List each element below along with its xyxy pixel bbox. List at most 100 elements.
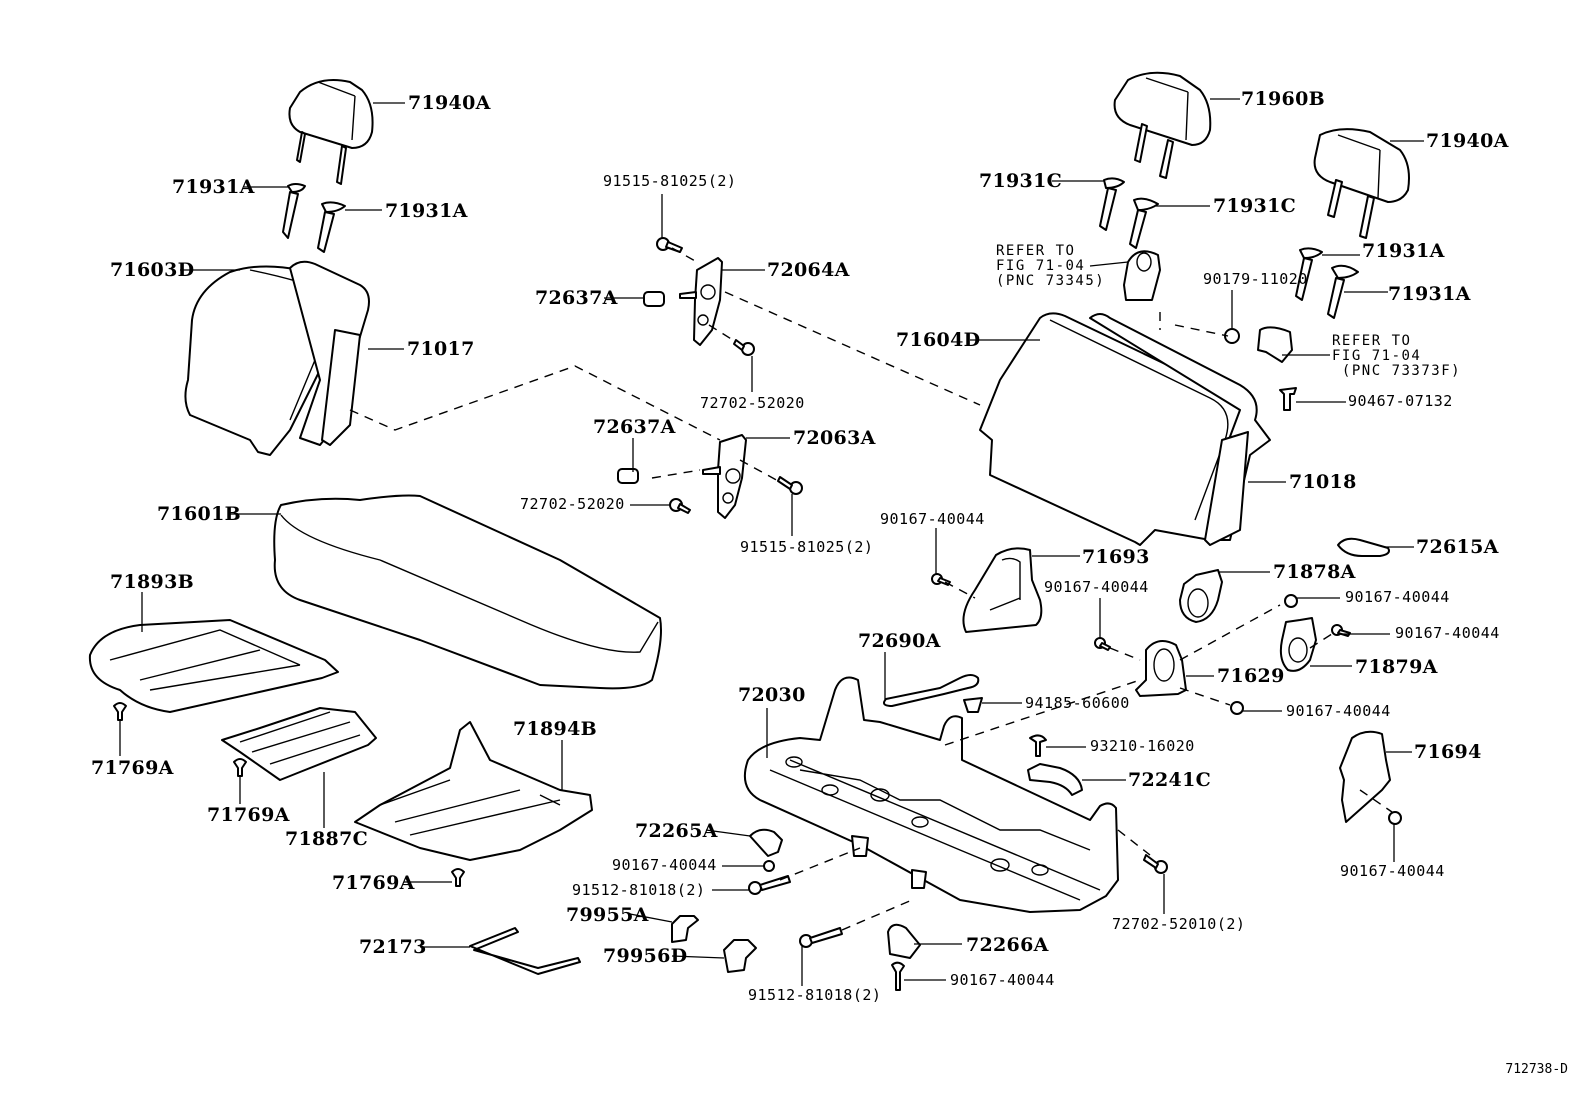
headrest-guide-left-1[interactable] [282, 183, 306, 239]
cover-71879A[interactable] [1279, 617, 1317, 672]
label-screw-right[interactable]: 90467-07132 [1348, 392, 1453, 410]
label-screw-h[interactable]: 90167-40044 [950, 971, 1055, 989]
knob-72615A[interactable] [1337, 537, 1390, 557]
clip-94185[interactable] [963, 697, 983, 713]
label-hinge-upper[interactable]: 72064A [767, 259, 850, 281]
label-clip-94185[interactable]: 94185-60600 [1025, 694, 1130, 712]
seat-back-left[interactable] [184, 260, 370, 456]
cover-71629[interactable] [1135, 640, 1187, 697]
label-hinge-lower[interactable]: 72063A [793, 427, 876, 449]
screw-90167-h[interactable] [891, 961, 905, 991]
label-bolt-91512-b[interactable]: 91512-81018(2) [748, 986, 882, 1004]
label-cover-71694[interactable]: 71694 [1414, 741, 1482, 763]
screw-90167-e[interactable] [1230, 701, 1244, 715]
label-nut-lower[interactable]: 72702-52020 [520, 495, 625, 513]
label-guide-center-1[interactable]: 71931C [979, 170, 1063, 192]
nut-lower[interactable] [669, 498, 691, 514]
label-headrest-right[interactable]: 71940A [1426, 130, 1509, 152]
label-back-frame-right[interactable]: 71018 [1289, 471, 1357, 493]
belt-guide-right[interactable] [1257, 326, 1293, 363]
headrest-guide-right-1[interactable] [1295, 247, 1323, 301]
screw-90467[interactable] [1279, 387, 1297, 411]
clip-79955A[interactable] [671, 915, 699, 943]
bolt-91512-b[interactable] [799, 927, 843, 948]
label-frame[interactable]: 72030 [738, 684, 806, 706]
screw-90167-d[interactable] [1331, 624, 1351, 637]
label-guide-center-2[interactable]: 71931C [1213, 195, 1297, 217]
seat-wire[interactable] [469, 927, 581, 975]
headrest-guide-left-2[interactable] [317, 201, 346, 253]
clip-1[interactable] [113, 702, 127, 721]
screw-90167-f[interactable] [1388, 811, 1402, 825]
pad-right[interactable] [354, 721, 593, 861]
label-screw-d[interactable]: 90167-40044 [1395, 624, 1500, 642]
label-cushion-cover[interactable]: 71601B [157, 503, 241, 525]
label-screw-93210[interactable]: 93210-16020 [1090, 737, 1195, 755]
headrest-guide-center-1[interactable] [1099, 177, 1125, 231]
cover-71878A[interactable] [1179, 569, 1223, 623]
label-bushing-lower[interactable]: 72637A [593, 416, 676, 438]
label-bolt-lower[interactable]: 91515-81025(2) [740, 538, 874, 556]
label-guide-right-1[interactable]: 71931A [1362, 240, 1445, 262]
label-cover-71693[interactable]: 71693 [1082, 546, 1150, 568]
label-wire[interactable]: 72173 [359, 936, 427, 958]
screw-93210[interactable] [1029, 734, 1047, 757]
label-screw-c[interactable]: 90167-40044 [1345, 588, 1450, 606]
label-guide-left-2[interactable]: 71931A [385, 200, 468, 222]
label-strap[interactable]: 72690A [858, 630, 941, 652]
label-knob[interactable]: 72615A [1416, 536, 1499, 558]
label-nut-upper[interactable]: 72702-52020 [700, 394, 805, 412]
label-bushing-upper[interactable]: 72637A [535, 287, 618, 309]
bushing-lower[interactable] [617, 468, 639, 484]
label-screw-b[interactable]: 90167-40044 [1044, 578, 1149, 596]
nut-upper[interactable] [733, 339, 755, 356]
bolt-lower[interactable] [777, 476, 803, 495]
nut-72702-52010[interactable] [1143, 854, 1168, 874]
hinge-upper[interactable] [679, 257, 723, 346]
label-clip-2[interactable]: 71769A [207, 804, 290, 826]
label-nut-frame[interactable]: 72702-52010(2) [1112, 915, 1246, 933]
label-headrest-center[interactable]: 71960B [1241, 88, 1325, 110]
screw-90167-g[interactable] [763, 860, 775, 872]
label-screw-a[interactable]: 90167-40044 [880, 510, 985, 528]
label-clip-3[interactable]: 71769A [332, 872, 415, 894]
cap-72265A[interactable] [749, 828, 783, 857]
label-back-cover-right[interactable]: 71604D [896, 329, 981, 351]
pad-left[interactable] [88, 619, 339, 713]
seat-back-right[interactable] [979, 312, 1271, 546]
label-pad-center[interactable]: 71887C [285, 828, 369, 850]
pad-center[interactable] [221, 707, 377, 781]
bolt-upper[interactable] [656, 237, 683, 253]
label-screw-top[interactable]: 90179-11020 [1203, 270, 1308, 288]
seat-cushion[interactable] [273, 494, 662, 690]
label-cap-72265A[interactable]: 72265A [635, 820, 718, 842]
headrest-guide-right-2[interactable] [1327, 264, 1359, 319]
headrest-center[interactable] [1113, 71, 1212, 179]
label-cover-71879A[interactable]: 71879A [1355, 656, 1438, 678]
label-cover-71878A[interactable]: 71878A [1273, 561, 1356, 583]
bushing-upper[interactable] [643, 291, 665, 307]
label-guide-right-2[interactable]: 71931A [1388, 283, 1471, 305]
screw-90167-c[interactable] [1284, 594, 1298, 608]
label-cover-71629[interactable]: 71629 [1217, 665, 1285, 687]
cover-71693[interactable] [962, 547, 1043, 633]
label-clip-1[interactable]: 71769A [91, 757, 174, 779]
bracket-72241C[interactable] [1027, 763, 1083, 796]
label-pad-left[interactable]: 71893B [110, 571, 194, 593]
label-back-frame-left[interactable]: 71017 [407, 338, 475, 360]
screw-90167-b[interactable] [1094, 637, 1111, 651]
seat-frame[interactable] [744, 676, 1119, 913]
clip-79956D[interactable] [723, 939, 757, 973]
label-clip-79955A[interactable]: 79955A [566, 904, 649, 926]
label-screw-f[interactable]: 90167-40044 [1340, 862, 1445, 880]
cover-72266A[interactable] [887, 923, 921, 959]
headrest-guide-center-2[interactable] [1129, 197, 1159, 249]
label-pad-right[interactable]: 71894B [513, 718, 597, 740]
label-bolt-top[interactable]: 91515-81025(2) [603, 172, 737, 190]
label-bracket-72241C[interactable]: 72241C [1128, 769, 1212, 791]
label-screw-e[interactable]: 90167-40044 [1286, 702, 1391, 720]
label-clip-79956D[interactable]: 79956D [603, 945, 688, 967]
label-bolt-91512-a[interactable]: 91512-81018(2) [572, 881, 706, 899]
label-headrest-left[interactable]: 71940A [408, 92, 491, 114]
strap-72690A[interactable] [883, 674, 980, 707]
